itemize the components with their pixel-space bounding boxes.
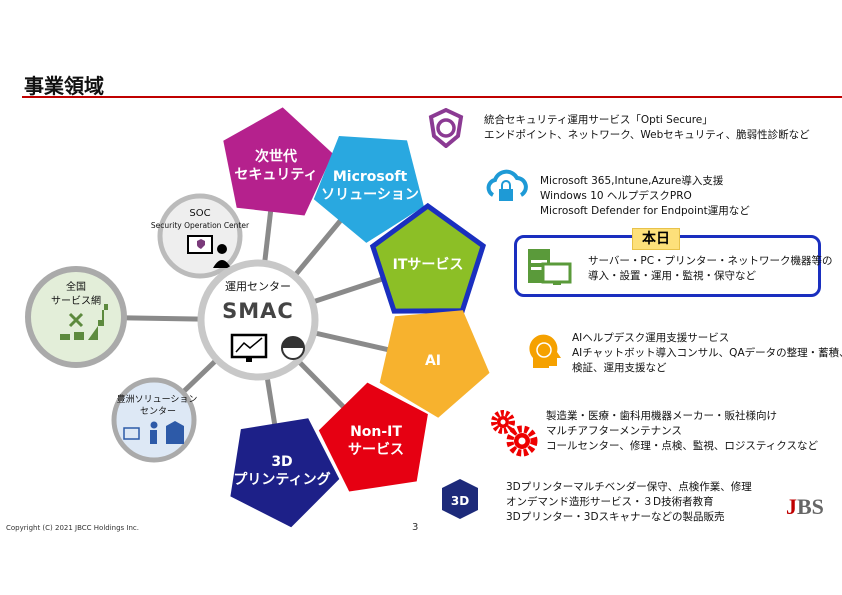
pentagon-label: 3D bbox=[271, 454, 292, 470]
page-title: 事業領域 bbox=[24, 74, 104, 98]
toyosu-subtitle: センター bbox=[140, 406, 176, 417]
desc-line: AIチャットボット導入コンサル、QAデータの整理・蓄積、 bbox=[572, 347, 842, 359]
toyosu-title: 豊洲ソリューション bbox=[117, 393, 198, 405]
desc-line: 統合セキュリティ運用サービス「Opti Secure」 bbox=[484, 114, 713, 126]
pentagon-label: 次世代 bbox=[255, 148, 297, 165]
toyosu-circle: 豊洲ソリューション センター bbox=[111, 377, 198, 463]
pentagon-label: ITサービス bbox=[393, 257, 464, 273]
pentagon-shape bbox=[369, 202, 487, 314]
desc-line: マルチアフターメンテナンス bbox=[546, 425, 682, 437]
desc-line: Microsoft 365,Intune,Azure導入支援 bbox=[540, 175, 724, 187]
jbs-logo: JBS bbox=[786, 494, 824, 519]
desc-line: 導入・設置・運用・監視・保守など bbox=[588, 270, 756, 282]
pentagon-label: AI bbox=[425, 353, 441, 369]
pentagon-shape bbox=[318, 382, 428, 492]
desc-line: 検証、運用支援など bbox=[572, 362, 667, 374]
desc-line: AIヘルプデスク運用支援サービス bbox=[572, 332, 730, 344]
server-monitor-icon bbox=[528, 249, 572, 285]
pentagon-label: ソリューション bbox=[321, 187, 419, 203]
desc-line: 3Dプリンター・3Dスキャナーなどの製品販売 bbox=[506, 511, 725, 523]
pentagon-shape bbox=[379, 310, 490, 418]
pentagon-label: Non-IT bbox=[350, 424, 402, 440]
desc-line: コールセンター、修理・点検、監視、ロジスティクスなど bbox=[546, 440, 818, 452]
today-badge: 本日 bbox=[632, 228, 680, 250]
operator-monitor-icon bbox=[187, 235, 231, 268]
pentagon-label: プリンティング bbox=[233, 471, 330, 488]
nation-subtitle: サービス網 bbox=[51, 294, 101, 307]
title-divider bbox=[22, 96, 842, 98]
pentagon-ai: AI bbox=[379, 310, 490, 418]
ai-head-icon bbox=[529, 334, 561, 368]
smac-logo: SMAC bbox=[222, 299, 294, 323]
pentagon-shape bbox=[223, 107, 333, 216]
pentagon-label: サービス bbox=[348, 442, 404, 458]
shield-icon bbox=[428, 108, 464, 148]
pentagon-label: セキュリティ bbox=[234, 167, 317, 183]
cloud-lock-icon bbox=[486, 169, 528, 201]
monitor-chart-icon bbox=[230, 333, 268, 362]
hub-label: 運用センター bbox=[225, 280, 291, 293]
nation-circle: 全国 サービス網 bbox=[25, 266, 127, 368]
gears-icon bbox=[491, 410, 538, 457]
soc-subtitle: Security Operation Center bbox=[151, 221, 250, 230]
pentagon-non-it-service: Non-IT サービス bbox=[318, 382, 428, 492]
japan-map-tools-icon bbox=[60, 304, 108, 340]
desc-line: サーバー・PC・プリンター・ネットワーク機器等の bbox=[588, 255, 833, 267]
cube-label: 3D bbox=[451, 494, 469, 508]
pentagon-it-service: ITサービス bbox=[369, 202, 487, 314]
page-number: 3 bbox=[412, 522, 419, 533]
desc-line: オンデマンド造形サービス・３D技術者教育 bbox=[506, 496, 714, 508]
desc-line: Microsoft Defender for Endpoint運用など bbox=[540, 205, 750, 217]
desc-line: エンドポイント、ネットワーク、Webセキュリティ、脆弱性診断など bbox=[484, 129, 810, 141]
copyright: Copyright (C) 2021 JBCC Holdings Inc. bbox=[6, 524, 139, 532]
pentagon-label: Microsoft bbox=[333, 169, 408, 185]
pentagon-shape bbox=[313, 136, 424, 243]
worker-warehouse-icon bbox=[123, 421, 184, 444]
3d-cube-icon: 3D bbox=[442, 479, 478, 519]
pentagon-shape bbox=[230, 418, 340, 528]
desc-line: 3Dプリンターマルチベンダー保守、点検作業、修理 bbox=[506, 481, 752, 493]
nation-title: 全国 bbox=[66, 280, 86, 293]
soc-circle: SOC Security Operation Center bbox=[151, 193, 250, 279]
headset-operator-icon bbox=[281, 336, 305, 360]
pentagon-microsoft-solution: Microsoft ソリューション bbox=[313, 136, 424, 243]
desc-line: Windows 10 ヘルプデスクPRO bbox=[540, 190, 692, 202]
desc-line: 製造業・医療・歯科用機器メーカー・販社様向け bbox=[546, 410, 777, 422]
hub-circle: 運用センター SMAC bbox=[197, 259, 319, 381]
soc-title: SOC bbox=[189, 208, 210, 219]
